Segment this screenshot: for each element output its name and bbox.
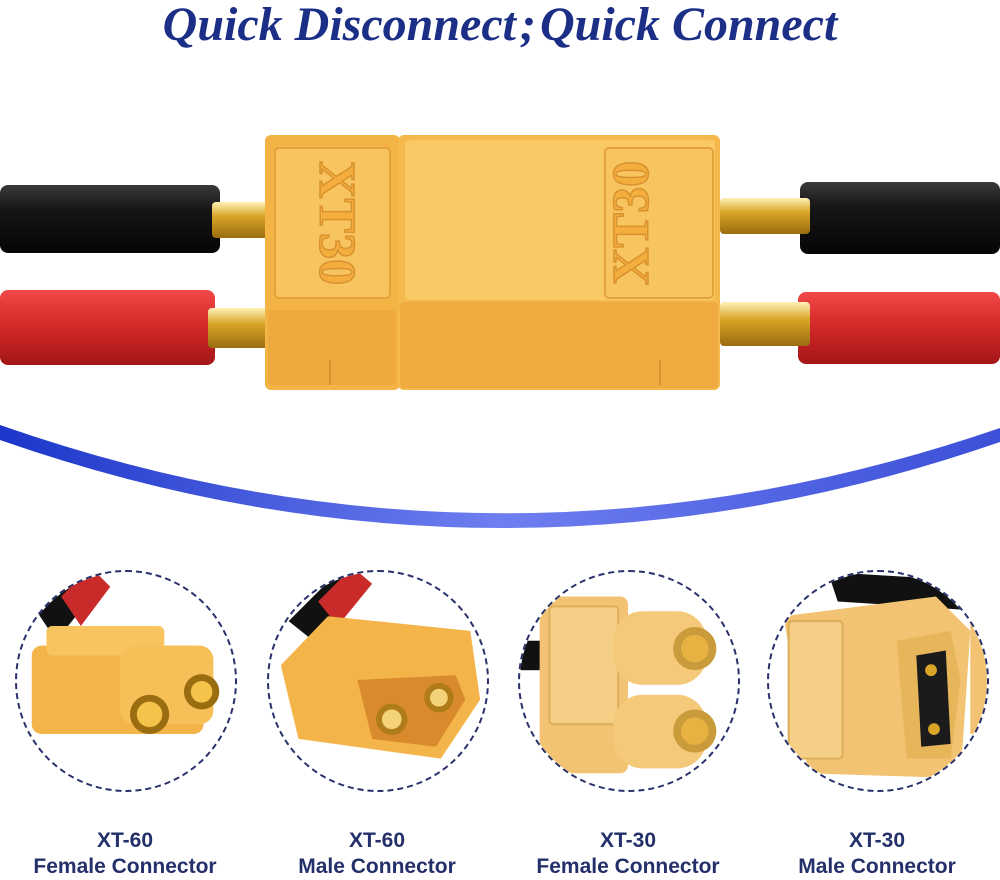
connector-type: Female Connector <box>536 855 720 878</box>
connector-caption: XT-30 Male Connector <box>752 828 1000 880</box>
xt30-female-connector-icon <box>520 596 717 774</box>
left-xt30-plug: XT30 <box>265 135 400 390</box>
connector-type: Male Connector <box>298 855 456 878</box>
right-plug-label: XT30 <box>603 161 660 285</box>
connector-model: XT-30 <box>599 829 657 852</box>
hero-svg: XT30 XT30 <box>0 135 1000 529</box>
xt60-female-connector-icon <box>31 572 220 735</box>
connector-caption: XT-30 Female Connector <box>503 828 753 880</box>
connector-model: XT-30 <box>848 829 906 852</box>
connector-type: Female Connector <box>33 855 217 878</box>
connector-type: Male Connector <box>798 855 956 878</box>
right-red-wire <box>798 292 1000 364</box>
decorative-arc <box>0 425 1000 529</box>
right-gold-pin-bottom <box>720 302 810 346</box>
left-gold-pin-bottom <box>208 308 273 348</box>
connector-card-xt30-female: XT-30 Female Connector <box>503 570 753 878</box>
connector-model: XT-60 <box>348 829 406 852</box>
connector-caption: XT-60 Female Connector <box>0 828 250 880</box>
connector-model: XT-60 <box>96 829 154 852</box>
headline-part-1: Quick Disconnect <box>162 0 516 51</box>
connector-card-xt30-male: XT-30 Male Connector <box>752 570 1000 878</box>
headline-separator: ; <box>519 0 536 51</box>
connector-photo-circle <box>267 570 489 792</box>
xt30-male-connector-icon <box>783 572 987 779</box>
connector-photo-circle <box>15 570 237 792</box>
right-xt30-plug: XT30 <box>398 135 720 390</box>
connector-card-xt60-male: XT-60 Male Connector <box>252 570 502 878</box>
right-black-wire <box>800 182 1000 254</box>
left-black-wire <box>0 185 220 253</box>
connector-photo-circle <box>518 570 740 792</box>
connector-card-xt60-female: XT-60 Female Connector <box>0 570 250 878</box>
headline: Quick Disconnect;Quick Connect <box>0 0 1000 62</box>
headline-part-2: Quick Connect <box>539 0 838 51</box>
left-plug-label: XT30 <box>308 161 365 285</box>
connector-caption: XT-60 Male Connector <box>252 828 502 880</box>
left-red-wire <box>0 290 215 365</box>
xt60-male-connector-icon <box>280 572 481 759</box>
right-gold-pin-top <box>720 198 810 234</box>
left-gold-pin-top <box>212 202 272 238</box>
connector-photo-circle <box>767 570 989 792</box>
hero-connector-illustration: XT30 XT30 <box>0 80 1000 550</box>
